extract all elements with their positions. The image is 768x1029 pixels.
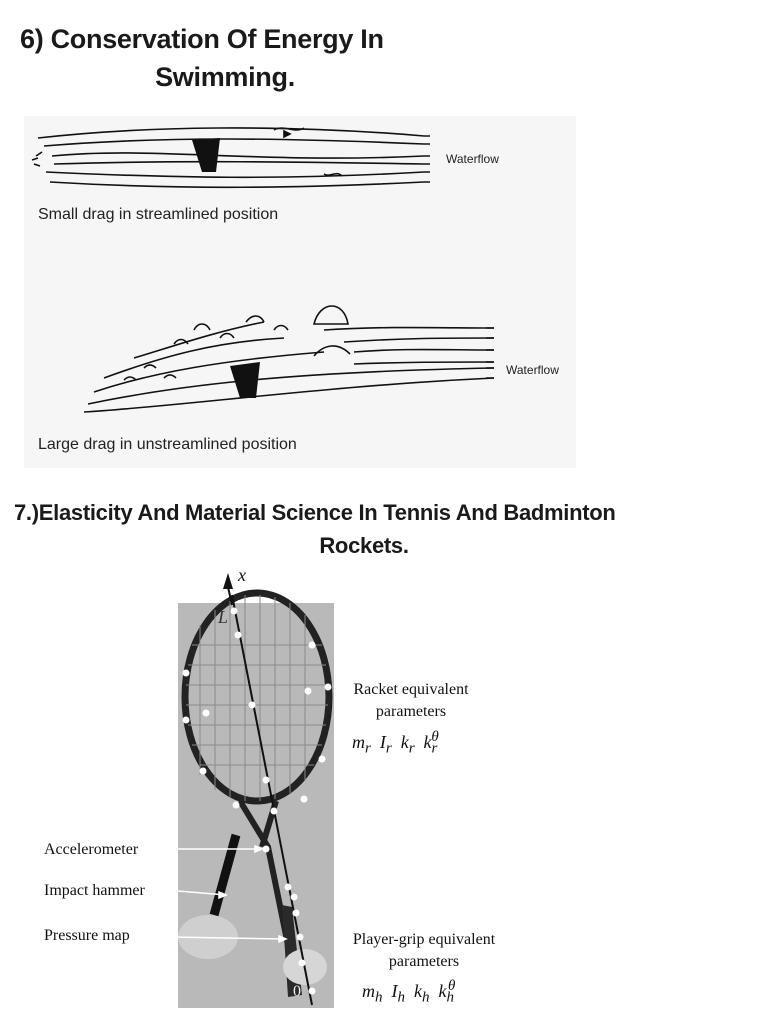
label-arrows <box>164 844 288 944</box>
section-7-title: 7.)Elasticity And Material Science In Te… <box>14 500 616 525</box>
grip-params-line1: Player-grip equivalent <box>352 931 496 948</box>
section-6-title-cont: Swimming. <box>155 62 295 92</box>
accelerometer-label: Accelerometer <box>44 841 139 858</box>
swimmer-drawings <box>31 127 495 413</box>
swimming-drag-figure: Waterflow Waterflow Small drag in stream… <box>24 116 576 468</box>
waterflow-label-top: Waterflow <box>446 152 499 166</box>
racket-params-line1: Racket equivalent <box>353 681 469 698</box>
cap-mark-2 <box>230 362 260 398</box>
racket-photo <box>164 573 334 1008</box>
unstreamlined-swimmer <box>83 305 495 413</box>
impact-hammer-label: Impact hammer <box>44 882 145 899</box>
grip-params-symbols: mh Ih kh khθ <box>362 978 456 1006</box>
grip-params-label: Player-grip equivalent parameters <box>334 929 514 973</box>
axis-origin-label: 0 <box>293 983 301 1000</box>
axis-L-label: L <box>218 607 229 627</box>
caption-large-drag: Large drag in unstreamlined position <box>38 436 297 453</box>
waterflow-label-bottom: Waterflow <box>506 363 559 377</box>
racket-params-line2: parameters <box>375 703 447 720</box>
caption-small-drag: Small drag in streamlined position <box>38 206 279 223</box>
cap-mark <box>192 138 220 172</box>
section-7-title-cont: Rockets. <box>319 533 409 558</box>
racket-params-label: Racket equivalent parameters <box>336 679 486 723</box>
racket-figure: x L 0 Accelerometer Impact hammer Pressu… <box>0 565 768 1024</box>
racket-frame <box>181 589 333 805</box>
streamlined-swimmer <box>31 127 430 189</box>
axis-arrow <box>223 573 233 589</box>
racket-params-symbols: mr Ir kr krθ <box>352 729 439 757</box>
grip-params-line2: parameters <box>388 953 460 970</box>
sensor-points <box>182 607 332 995</box>
axis-x-label: x <box>238 565 246 585</box>
pressure-map-label: Pressure map <box>44 927 130 944</box>
section-6-title: 6) Conservation Of Energy In <box>20 24 384 54</box>
